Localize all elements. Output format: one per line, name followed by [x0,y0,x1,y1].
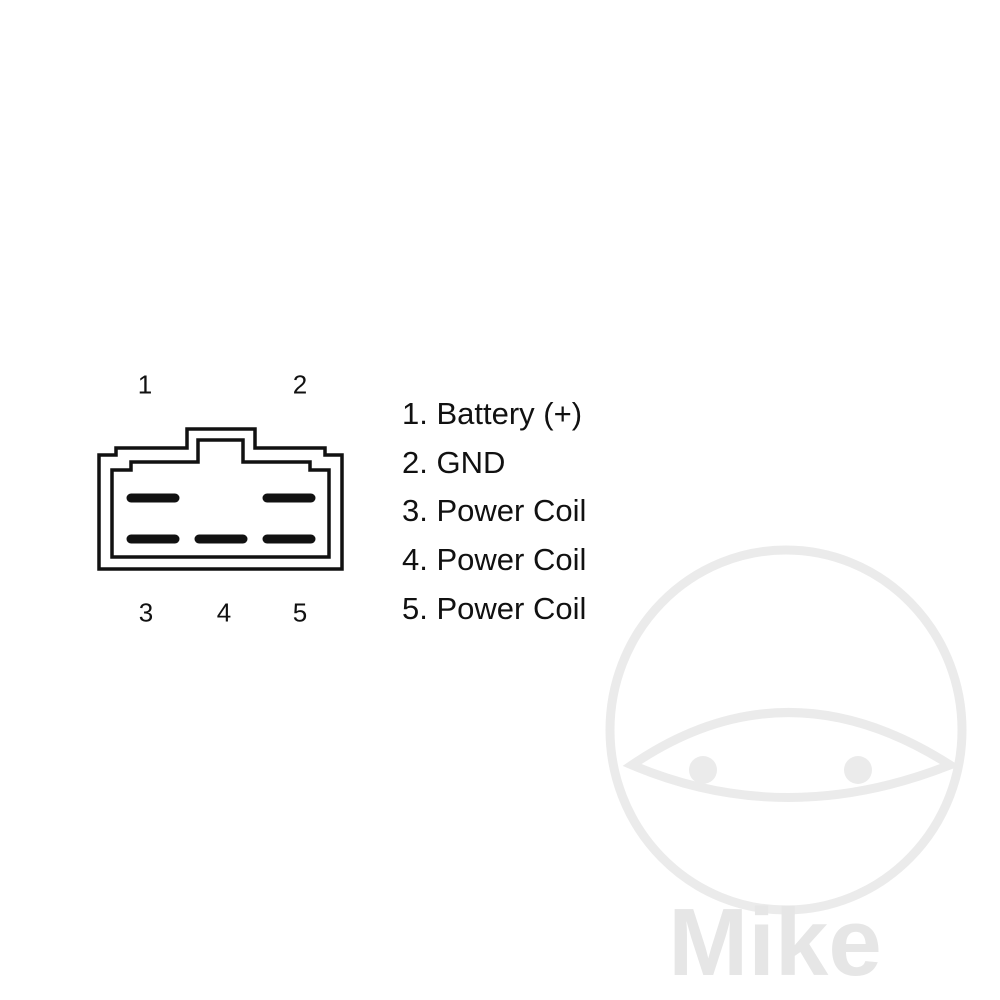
legend-item: 1. Battery (+) [402,396,583,431]
legend-item: 5. Power Coil [402,590,587,626]
pin-label-2: 2 [292,369,308,400]
pin-label-1: 1 [137,369,153,400]
connector-outer-housing [97,427,344,571]
pin-label-3: 3 [138,597,154,628]
legend-item: 4. Power Coil [402,542,587,578]
watermark-text: Mike [668,889,881,996]
connector-inner-housing [110,438,331,559]
pin-label-5: 5 [292,597,308,628]
pin-legend: 1. Battery (+) 2. GND 3. Power Coil 4. P… [402,390,586,634]
legend-item: 3. Power Coil [402,493,587,529]
pin-label-4: 4 [216,597,232,628]
legend-item: 2. GND [402,444,506,480]
